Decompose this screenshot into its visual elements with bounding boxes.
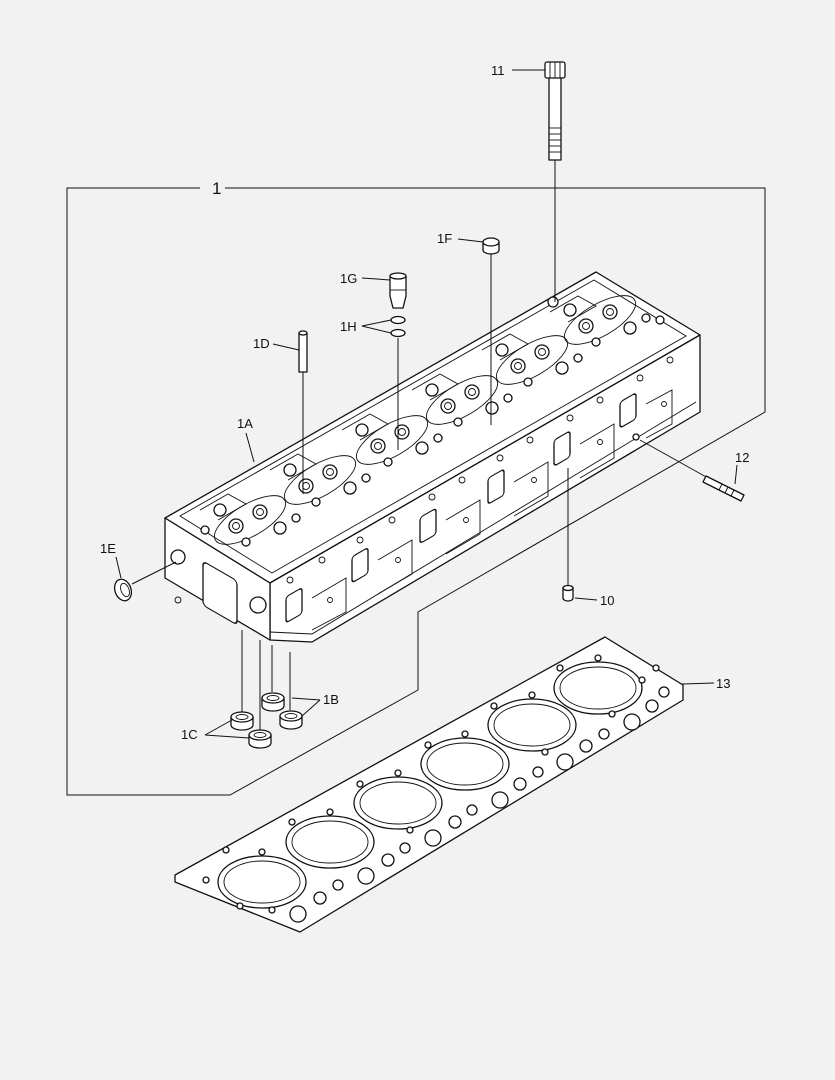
- gasket-bores: [217, 661, 643, 909]
- dowels-1B-1C: [230, 630, 303, 749]
- o-ring-1H-lower: [390, 328, 406, 338]
- sleeve-1B-a: [261, 692, 285, 712]
- callout-1C: 1C: [181, 727, 198, 742]
- callout-labels: 1 11 1F 1G 1H 1D 1A 1E 12 10 13 1B 1C: [100, 63, 749, 742]
- head-gasket-13: [174, 636, 684, 933]
- callout-11: 11: [491, 63, 505, 78]
- valve-clusters: [199, 295, 665, 547]
- callout-leaders: [115, 69, 738, 739]
- sleeve-1C-a: [230, 711, 254, 731]
- cylinder-head-1A: [164, 271, 701, 643]
- callout-12: 12: [735, 450, 749, 465]
- stud-12: [639, 439, 745, 502]
- callout-10: 10: [600, 593, 614, 608]
- tube-1D: [298, 330, 308, 494]
- sleeve-1B-b: [279, 710, 303, 730]
- head-bolt-11: [544, 61, 566, 302]
- callout-1F: 1F: [437, 231, 452, 246]
- gasket-holes: [202, 654, 670, 923]
- callout-1H: 1H: [340, 319, 357, 334]
- seal-1E: [113, 561, 177, 602]
- callout-1G: 1G: [340, 271, 357, 286]
- injector-sleeve-1G: [389, 272, 407, 450]
- o-ring-1H-upper: [390, 315, 406, 325]
- callout-1E: 1E: [100, 541, 116, 556]
- callout-1D: 1D: [253, 336, 270, 351]
- callout-1: 1: [212, 179, 221, 198]
- callout-1B: 1B: [323, 692, 339, 707]
- callout-13: 13: [716, 676, 730, 691]
- callout-1A: 1A: [237, 416, 253, 431]
- assembly-frame-1: [66, 187, 766, 796]
- front-edge-holes: [286, 356, 674, 603]
- sleeve-1C-b: [248, 729, 272, 749]
- front-face-ports: [285, 389, 673, 631]
- plug-1F: [482, 237, 500, 425]
- plug-10: [562, 468, 574, 602]
